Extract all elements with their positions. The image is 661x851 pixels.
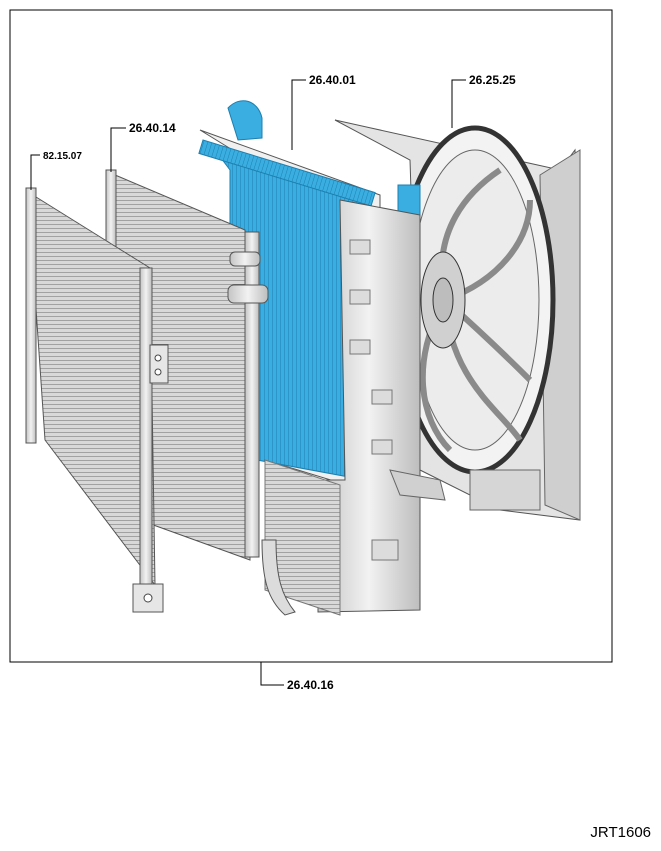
diagram-frame	[9, 9, 613, 663]
leader-lines	[30, 79, 466, 686]
callout-condenser: 82.15.07	[43, 151, 82, 162]
condenser-part	[25, 187, 169, 613]
callout-fan-assembly: 26.25.25	[469, 73, 516, 87]
callout-intercooler: 26.40.14	[129, 121, 176, 135]
figure-id-label: JRT1606	[590, 824, 651, 841]
callout-radiator: 26.40.01	[309, 73, 356, 87]
fan-assembly-part	[334, 119, 581, 521]
callout-cooling-module: 26.40.16	[287, 678, 334, 692]
